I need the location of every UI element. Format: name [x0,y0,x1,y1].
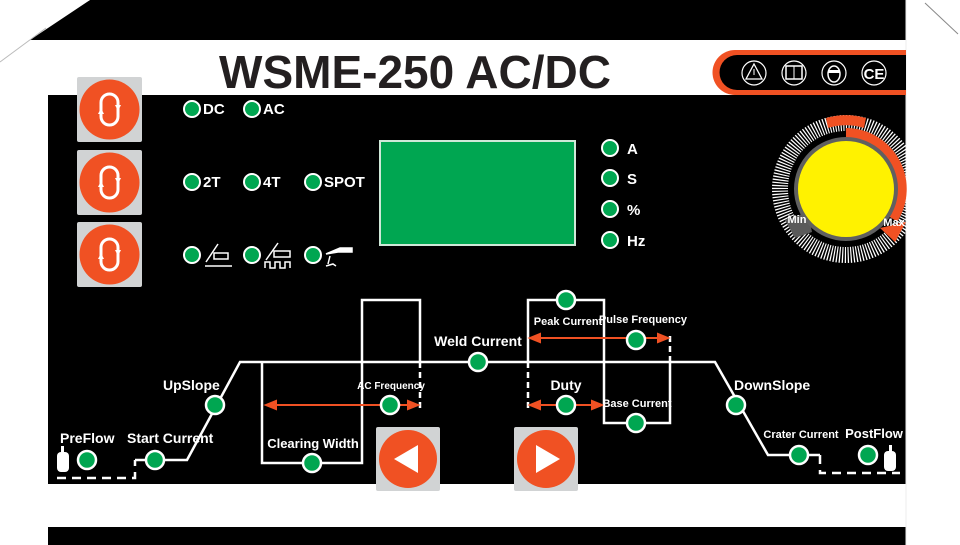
model-title: WSME-250 AC/DC [219,46,611,98]
prev-button[interactable] [376,427,440,491]
cycle-arrows-icon [98,237,121,272]
led-peak-current [555,289,577,311]
tig-torch-icon [325,247,353,267]
label-downslope: DownSlope [734,377,810,393]
indicator-4t: 4T [243,173,281,191]
unit-label: S [627,171,637,188]
led-downslope [725,394,747,416]
led-base-current [625,412,647,434]
indicator-2t: 2T [183,173,221,191]
cycle-button-1[interactable] [77,77,142,142]
led-start-current [144,449,166,471]
indicator-pulse [243,242,291,269]
face-shield-icon [821,60,847,86]
indicator-stick [183,243,232,267]
svg-text:4T: 4T [263,174,281,191]
warning-icon [741,60,767,86]
left-arrow-icon [394,445,418,473]
next-button[interactable] [514,427,578,491]
unit-indicator-2: % [601,200,640,219]
label-preflow: PreFlow [60,430,115,446]
indicator-dc: DC [183,100,225,118]
led-upslope [204,394,226,416]
label-base-current: Base Current [602,398,671,410]
svg-text:2T: 2T [203,174,221,191]
unit-label: % [627,202,640,219]
cycle-button-2[interactable] [77,150,142,215]
led-pulse-frequency [625,329,647,351]
gas-bottle-icon [884,445,896,471]
indicator-ac: AC [243,100,285,118]
manual-icon [781,60,807,86]
svg-text:SPOT: SPOT [324,174,365,191]
led-duty [555,394,577,416]
ce-mark-icon: CE [861,60,887,86]
gas-bottle-icon [57,446,69,472]
safety-icons-bar: CE [712,50,906,95]
unit-label: Hz [627,233,645,250]
svg-text:CE: CE [864,66,885,83]
knob-max-label: Max [883,217,905,229]
svg-text:DC: DC [203,101,225,118]
pulse-tig-icon [264,242,291,269]
digital-display [379,140,576,246]
label-duty: Duty [550,377,581,393]
label-peak-current: Peak Current [534,316,603,328]
svg-text:AC: AC [263,101,285,118]
label-clearing-width: Clearing Width [267,436,359,451]
led-preflow [76,449,98,471]
label-upslope: UpSlope [163,377,220,393]
led-postflow [857,444,879,466]
cycle-arrows-icon [98,92,121,127]
unit-indicator-3: Hz [601,231,645,250]
knob-min-label: Min [788,214,807,226]
label-pulse-frequency: Pulse Frequency [599,314,688,326]
unit-indicator-0: A [601,139,638,158]
current-knob[interactable]: Min Max [772,115,920,263]
led-crater-current [788,444,810,466]
label-crater-current: Crater Current [763,429,839,441]
label-postflow: PostFlow [845,426,904,441]
led-clearing-width [301,452,323,474]
knob-range-arc [845,128,907,222]
corner-edge [924,2,959,35]
right-arrow-icon [536,445,560,473]
knob-cap[interactable] [798,141,894,237]
knob-scale [772,115,920,263]
unit-indicator-1: S [601,169,637,188]
label-weld-current: Weld Current [434,333,522,349]
unit-label: A [627,141,638,158]
label-start-current: Start Current [127,430,214,446]
cycle-button-3[interactable] [77,222,142,287]
led-weld-current [467,351,489,373]
indicator-spot: SPOT [304,173,365,191]
label-ac-frequency: AC Frequency [357,381,425,392]
stick-weld-icon [205,243,232,267]
bottom-casing [48,527,906,545]
indicator-tig [304,246,353,267]
cycle-arrows-icon [98,165,121,200]
led-ac-frequency [379,394,401,416]
top-casing [0,0,906,48]
